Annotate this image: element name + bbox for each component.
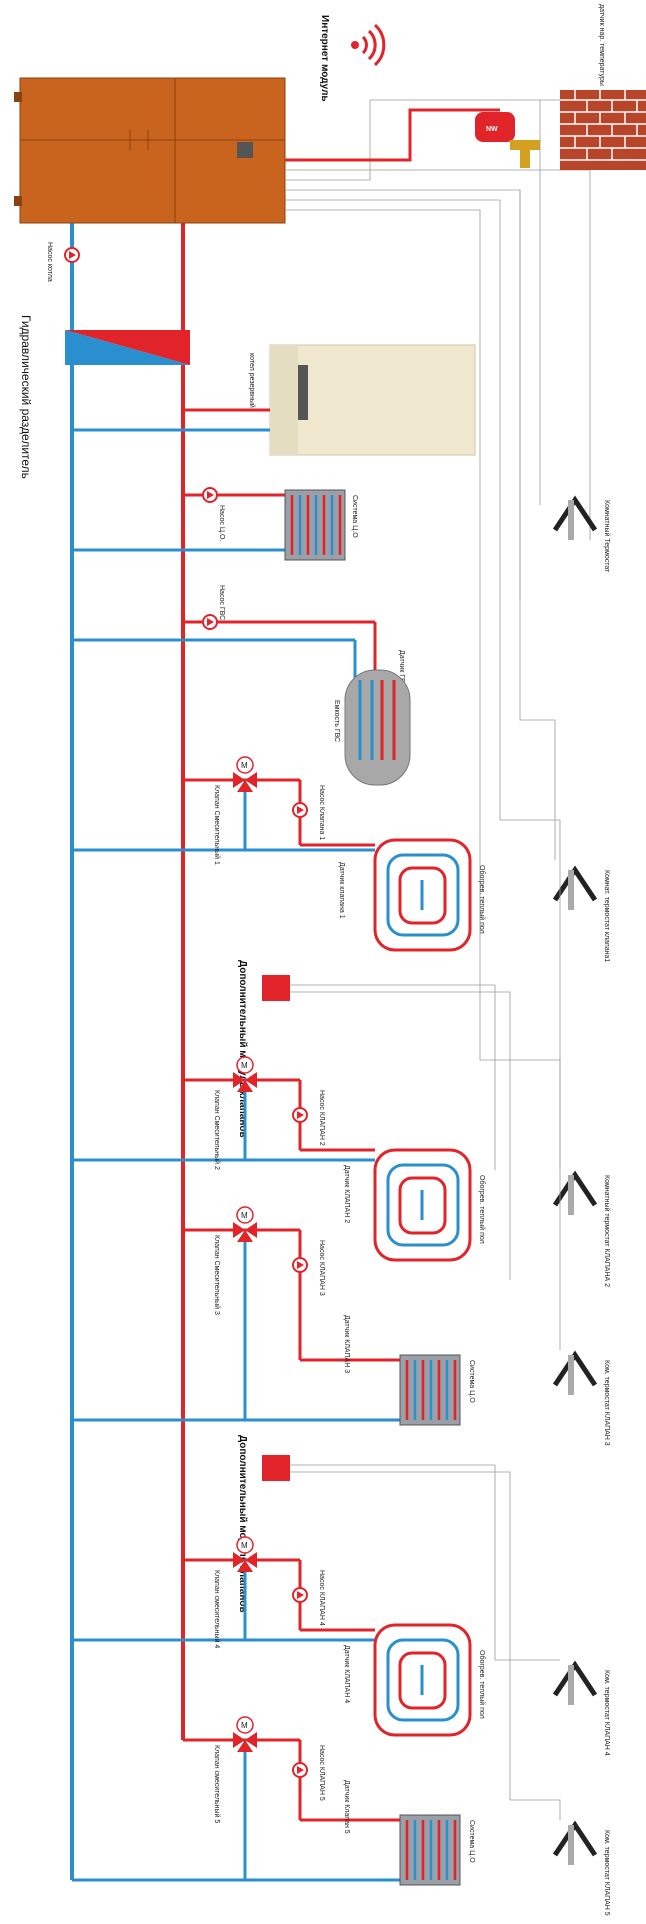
valve-2-label: Клапан Смесительный 2: [213, 1090, 221, 1170]
pump-valve-3-label: Насос КЛАПАН 3: [318, 1240, 325, 1296]
floor-heating-4-coil: [373, 1623, 472, 1737]
pump-dhw-label: Насос ГВС: [218, 585, 225, 620]
brick-wall: [560, 90, 646, 170]
sensor-valve-3-label: Датчик КЛАПАН 3: [343, 1315, 350, 1373]
reserve-boiler: [269, 344, 476, 456]
floor-heating-1-label: Обогрев. теплый пол: [478, 865, 486, 934]
circuit-3: [72, 1228, 400, 1422]
system-co-5-radiator: [399, 1814, 461, 1886]
pump-valve-3-icon: [292, 1257, 308, 1273]
pump-valve-2-icon: [292, 1107, 308, 1123]
floor-heating-4-label: Обогрев. теплый пол: [478, 1650, 486, 1719]
room-thermostat-valve-3-icon: [552, 1350, 598, 1395]
circuit-4: [72, 1558, 375, 1642]
expansion-tank-label: NW: [486, 126, 498, 133]
pump-co-icon: [202, 487, 218, 503]
room-thermostat-1-icon: [552, 495, 598, 540]
extra-module-2-label: Дополнительный модуль клапанов: [237, 1435, 248, 1613]
system-co-1-label: Система Ц.О: [351, 495, 358, 538]
room-thermostat-1-label: Комнатный Термостат: [603, 500, 611, 573]
dhw-tank: [344, 669, 411, 786]
system-co-5-label: Система Ц.О: [468, 1820, 475, 1863]
outdoor-sensor-label: датчик нар. температуры: [598, 4, 605, 86]
circuit-1: [72, 778, 375, 852]
extra-module-1: [262, 975, 290, 1001]
hydraulic-separator: [65, 330, 190, 365]
reserve-boiler-label: котел резервный: [248, 353, 256, 408]
system-co-3-radiator: [399, 1354, 461, 1426]
mixing-valve-3-icon: M: [233, 1206, 257, 1242]
extra-module-1-label: Дополнительный модуль клапанов: [237, 960, 248, 1138]
sensor-valve-5-label: Датчик Клапан 5: [343, 1780, 350, 1834]
svg-text:M: M: [241, 1061, 248, 1070]
room-thermostat-valve-4-icon: [552, 1660, 598, 1705]
room-thermostat-valve-5-label: Ком. термостат КЛАПАН 5: [603, 1830, 610, 1916]
valve-1-label: Клапан Смесительный 1: [213, 785, 221, 865]
hydraulic-separator-label: Гидравлический разделитель: [19, 315, 33, 479]
sensor-valve-2-label: Датчик КЛАПАН 2: [343, 1165, 350, 1223]
svg-text:M: M: [241, 1211, 248, 1220]
room-thermostat-valve-2-icon: [552, 1170, 598, 1215]
room-thermostat-valve-4-label: Ком. термостат КЛАПАН 4: [603, 1670, 610, 1756]
floor-heating-2-label: Обогрев. теплый пол: [478, 1175, 486, 1244]
boiler-display: [237, 142, 253, 158]
circuit-5: [72, 1738, 400, 1882]
sensor-valve-1-label: Датчик клапана 1: [338, 862, 345, 919]
room-thermostat-valve-1-icon: [552, 865, 598, 910]
sensor-dhw-label: Датчик ГВС: [398, 650, 405, 688]
pump-valve-1-label: Насос Клапана 1: [318, 785, 325, 840]
floor-heating-1-coil: [373, 838, 472, 952]
svg-text:M: M: [241, 1721, 248, 1730]
pump-valve-5-icon: [292, 1762, 308, 1778]
mixing-valve-2-icon: M: [233, 1056, 257, 1092]
expansion-tank: NW: [475, 112, 540, 168]
svg-text:M: M: [241, 1541, 248, 1550]
extra-module-2: [262, 1455, 290, 1481]
circuit-2: [72, 1078, 375, 1162]
valve-3-label: Клапан Смесительный 3: [213, 1235, 221, 1315]
pump-valve-2-label: Насос КЛАПАН 2: [318, 1090, 325, 1146]
svg-text:M: M: [241, 761, 248, 770]
boiler: [14, 77, 286, 224]
sensor-valve-4-label: Датчик КЛАПАН 4: [343, 1645, 350, 1703]
boiler-pump-label: Насос котла: [46, 242, 53, 282]
pump-valve-4-label: Насос КЛАПАН 4: [318, 1570, 325, 1626]
tank-dhw-label: Емкость ГВС: [333, 700, 340, 742]
pump-valve-4-icon: [292, 1587, 308, 1603]
room-thermostat-valve-3-label: Ком. термостат КЛАПАН 3: [603, 1360, 610, 1446]
valve-4-label: Клапан смесительный 4: [213, 1570, 221, 1648]
system-co-3-label: Система Ц.О: [468, 1360, 475, 1403]
boiler-pump-icon: [64, 247, 80, 263]
pump-valve-1-icon: [292, 802, 308, 818]
pump-co-label: Насос Ц.О.: [218, 505, 225, 541]
room-thermostat-valve-2-label: Комнатный термостат КЛАПАНА 2: [603, 1175, 611, 1287]
room-thermostat-valve-1-label: Комнат. термостат клапана1: [603, 870, 610, 962]
internet-module-label: Интернет модуль: [319, 15, 330, 102]
pump-valve-5-label: Насос КЛАПАН 5: [318, 1745, 325, 1801]
pump-dhw-icon: [202, 614, 218, 630]
wifi-icon: [351, 23, 386, 67]
system-co-1-radiator: [284, 489, 346, 561]
mixing-valve-1-icon: M: [233, 756, 257, 792]
mixing-valve-4-icon: M: [233, 1536, 257, 1572]
mixing-valve-5-icon: M: [233, 1716, 257, 1752]
floor-heating-2-coil: [373, 1148, 472, 1262]
valve-5-label: Клапан смесительный 5: [213, 1745, 221, 1823]
room-thermostat-valve-5-icon: [552, 1820, 598, 1865]
